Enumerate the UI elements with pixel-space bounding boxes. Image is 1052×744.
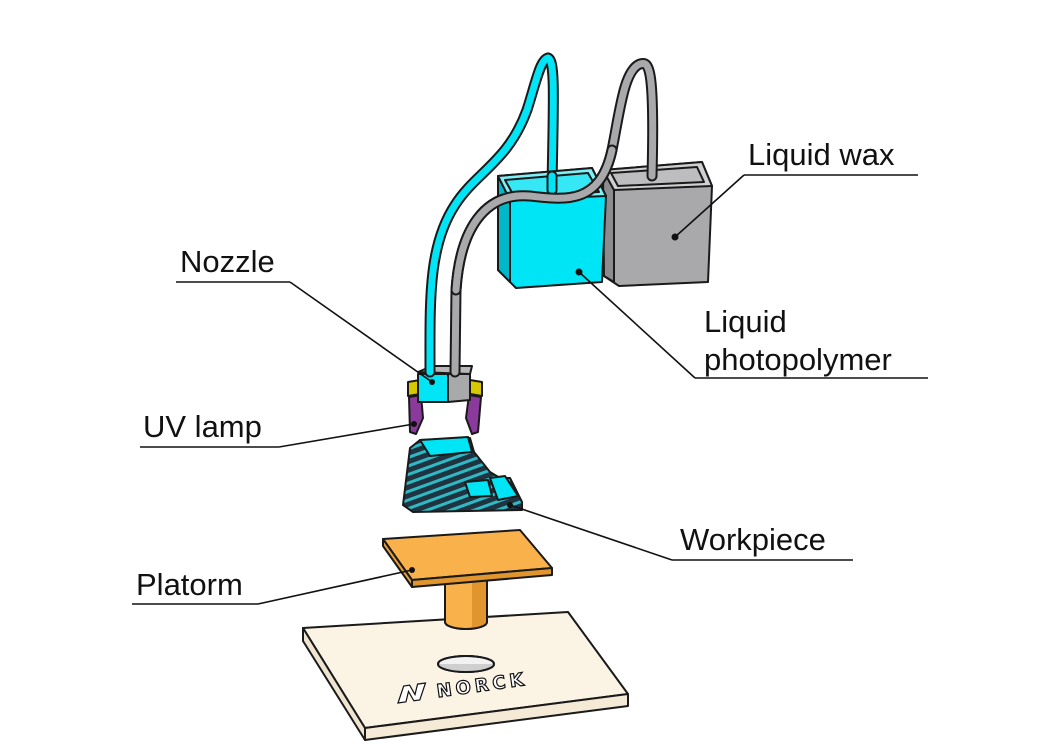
label-platform: Platorm — [132, 567, 413, 605]
label-uv-lamp-text: UV lamp — [143, 409, 262, 444]
label-workpiece: Workpiece — [509, 504, 853, 561]
workpiece — [402, 436, 523, 513]
base-plate — [302, 611, 629, 741]
brand-logo-icon — [397, 682, 427, 704]
uv-lamp-right — [465, 379, 483, 435]
label-workpiece-text: Workpiece — [680, 522, 826, 557]
label-nozzle-text: Nozzle — [180, 244, 275, 279]
photopolymer-tube — [424, 52, 559, 378]
wax-container — [602, 161, 713, 287]
label-liquid-photopolymer-line1: Liquid — [704, 304, 787, 339]
label-nozzle: Nozzle — [176, 244, 433, 383]
wax-tube-front — [450, 144, 618, 296]
platform — [382, 529, 553, 630]
label-uv-lamp: UV lamp — [140, 409, 415, 448]
label-liquid-photopolymer-line2: photopolymer — [704, 342, 892, 377]
label-liquid-wax-text: Liquid wax — [748, 137, 895, 172]
label-liquid-wax: Liquid wax — [674, 137, 918, 238]
label-platform-text: Platorm — [136, 567, 243, 602]
label-liquid-photopolymer: Liquid photopolymer — [578, 271, 928, 379]
